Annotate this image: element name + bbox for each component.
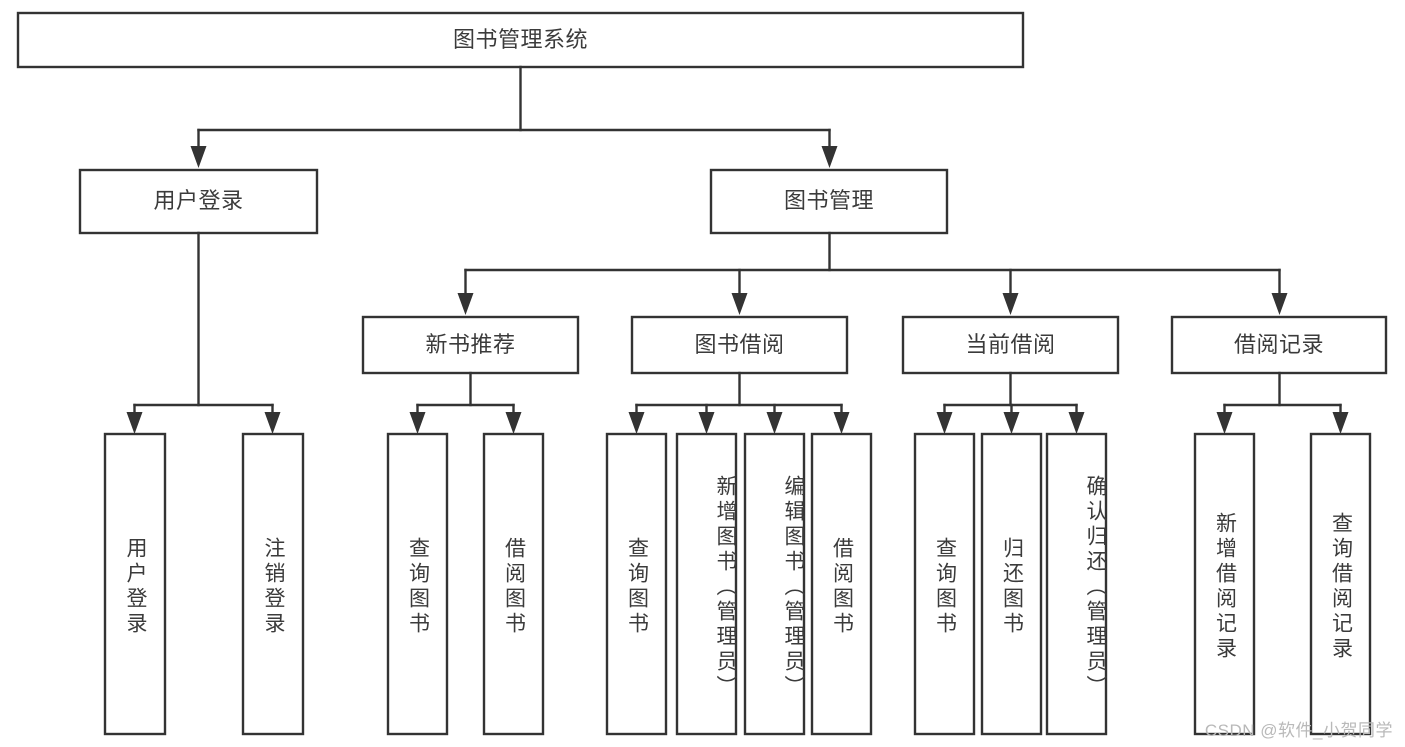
node-box-book-manage[interactable] <box>709 168 949 235</box>
node-box-new-book[interactable] <box>361 315 580 375</box>
node-box-user-login[interactable] <box>78 168 319 235</box>
node-box-leaf-11[interactable] <box>1193 432 1256 736</box>
arrowhead-cb-leaf2 <box>1003 412 1020 434</box>
arrowhead-bb-leaf1 <box>628 412 645 434</box>
node-box-leaf-0[interactable] <box>103 432 167 736</box>
node-box-leaf-4[interactable] <box>605 432 668 736</box>
arrowhead-book-manage <box>821 146 838 168</box>
node-box-leaf-5[interactable] <box>675 432 738 736</box>
arrowhead-bb-leaf2 <box>698 412 715 434</box>
node-box-leaf-9[interactable] <box>980 432 1043 736</box>
node-box-root[interactable] <box>16 11 1025 69</box>
arrowhead-cb-leaf3 <box>1068 412 1085 434</box>
arrowhead-nb-leaf1 <box>409 412 426 434</box>
arrowhead-borrow-record <box>1271 293 1288 315</box>
arrowhead-br-leaf2 <box>1332 412 1349 434</box>
arrowhead-nb-leaf2 <box>505 412 522 434</box>
arrowhead-cb-leaf1 <box>936 412 953 434</box>
node-box-leaf-7[interactable] <box>810 432 873 736</box>
arrowhead-leaf-logout <box>264 412 281 434</box>
node-box-leaf-3[interactable] <box>482 432 545 736</box>
arrowhead-bb-leaf3 <box>766 412 783 434</box>
node-box-leaf-8[interactable] <box>913 432 976 736</box>
arrowhead-new-book <box>457 293 474 315</box>
arrowhead-br-leaf1 <box>1216 412 1233 434</box>
node-box-leaf-6[interactable] <box>743 432 806 736</box>
node-box-borrow-record[interactable] <box>1170 315 1388 375</box>
node-box-book-borrow[interactable] <box>630 315 849 375</box>
arrowhead-book-borrow <box>731 293 748 315</box>
node-box-current-borrow[interactable] <box>901 315 1120 375</box>
arrowhead-bb-leaf4 <box>833 412 850 434</box>
node-box-leaf-10[interactable] <box>1045 432 1108 736</box>
arrowhead-user-login <box>190 146 207 168</box>
node-box-leaf-1[interactable] <box>241 432 305 736</box>
arrowhead-current-borrow <box>1002 293 1019 315</box>
node-box-leaf-12[interactable] <box>1309 432 1372 736</box>
node-box-leaf-2[interactable] <box>386 432 449 736</box>
arrowhead-leaf-user-login <box>126 412 143 434</box>
